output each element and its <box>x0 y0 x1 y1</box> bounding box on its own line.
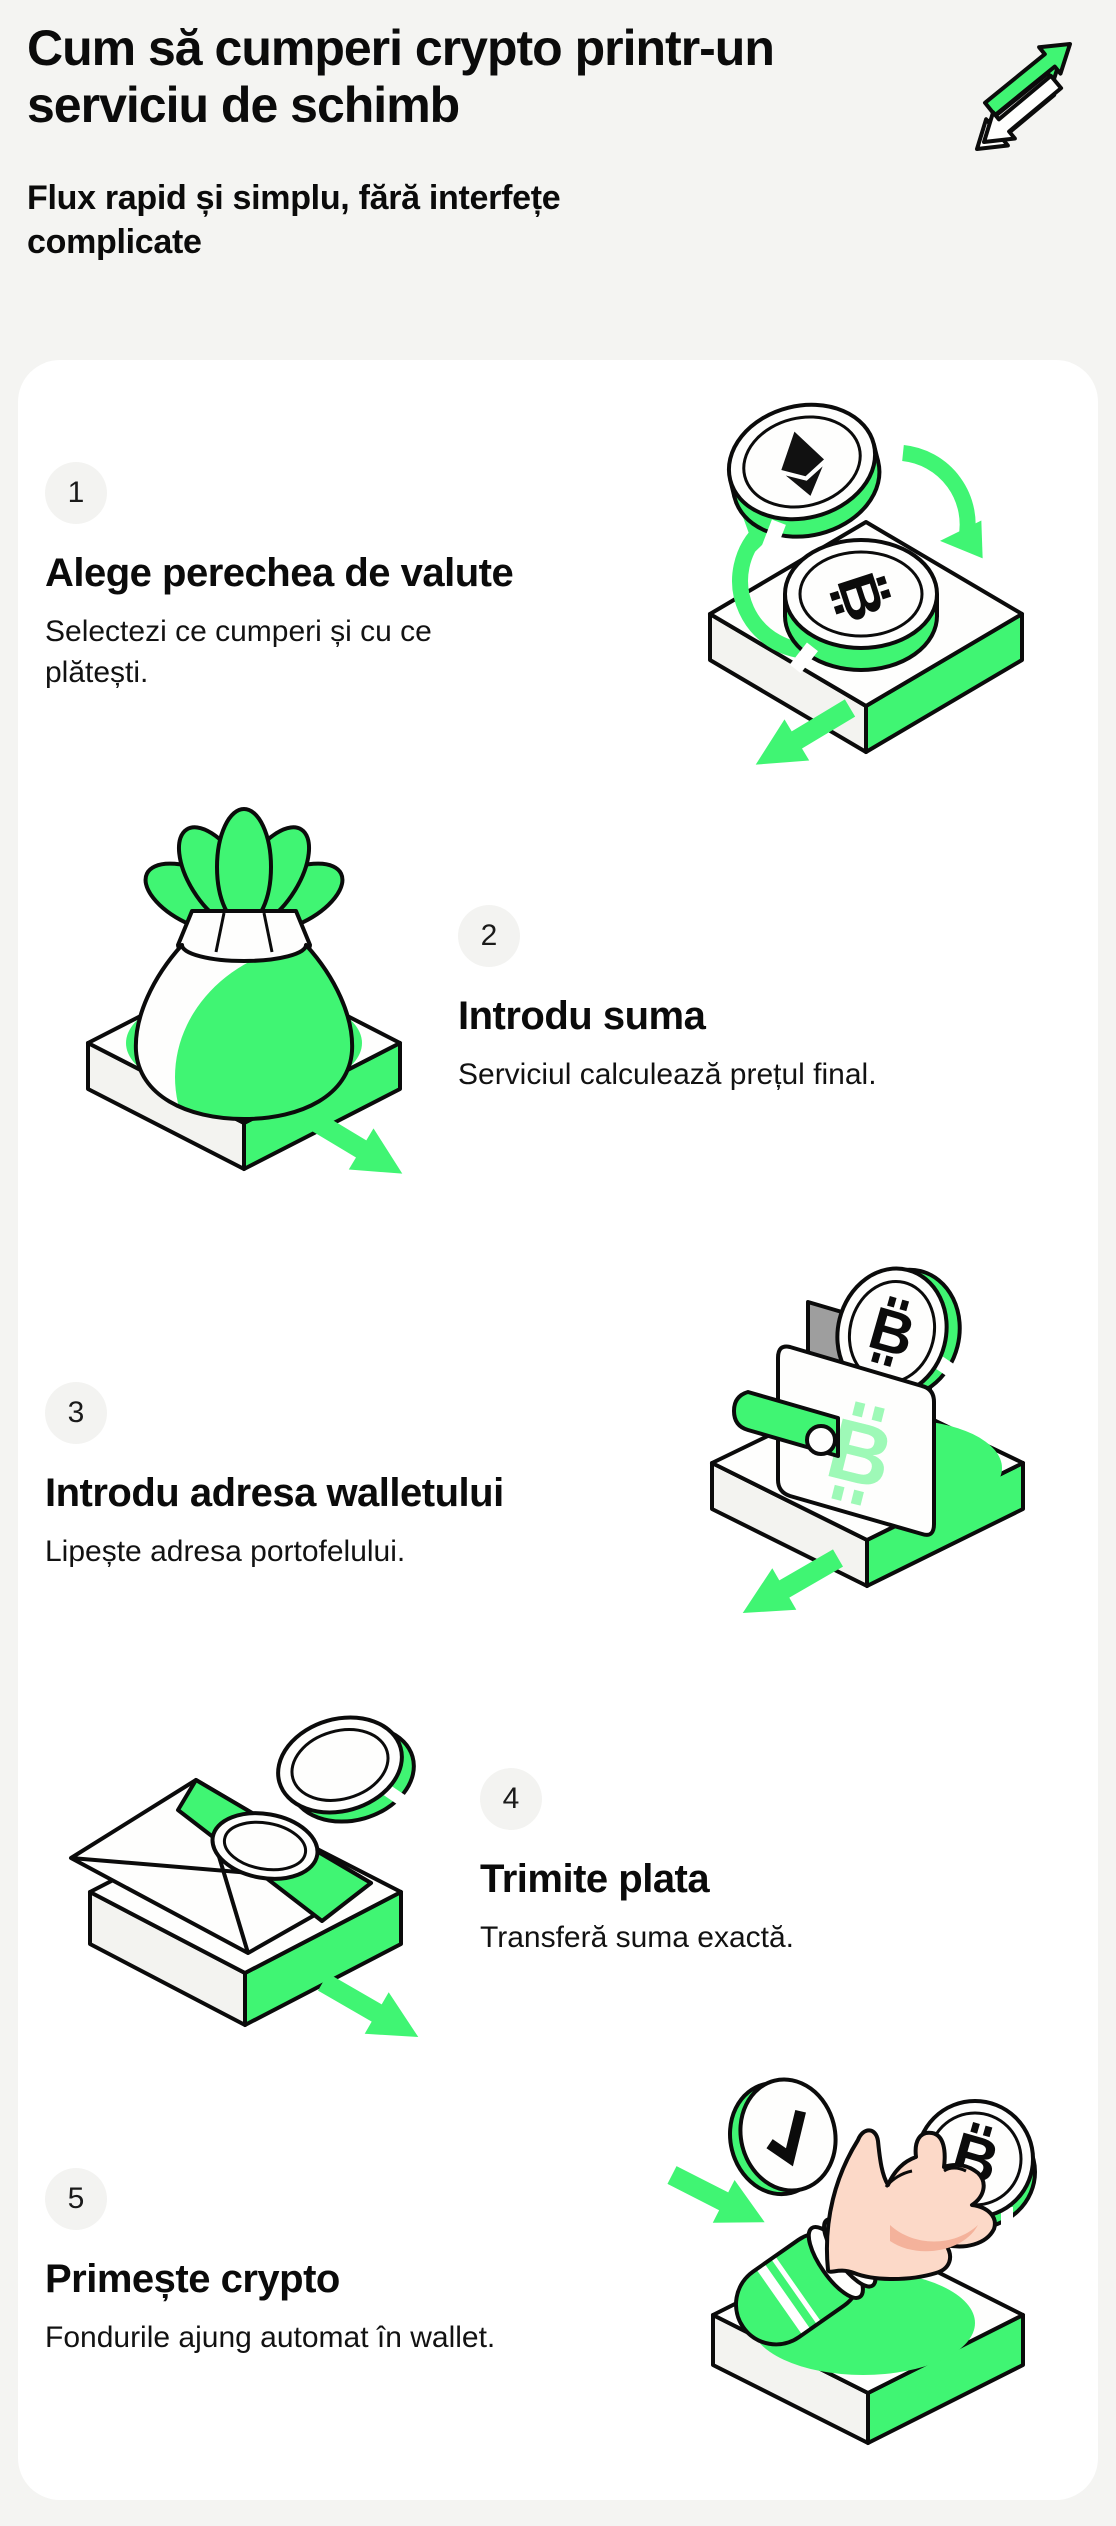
step-1-description: Selectezi ce cumperi și cu ce plătești. <box>45 615 432 689</box>
step-item-2: 2 Introdu suma Serviciul calculează preț… <box>458 905 1078 1096</box>
step-number: 3 <box>67 1396 85 1429</box>
step-3-number-badge: 3 <box>45 1382 107 1444</box>
page-title: Cum să cumperi crypto printr-un serviciu… <box>27 20 775 133</box>
eth-coin-icon <box>726 402 882 553</box>
money-bag-illustration <box>86 807 403 1174</box>
exit-arrow-icon <box>318 1973 419 2037</box>
step-3-description: Lipește adresa portofelului. <box>45 1535 406 1568</box>
step-number: 1 <box>67 476 85 509</box>
step-2-number-badge: 2 <box>458 905 520 967</box>
exit-arrow-icon <box>742 1549 843 1613</box>
step-5-title: Primește crypto <box>45 2257 340 2301</box>
page-subtitle: Flux rapid și simplu, fără interfețe com… <box>27 179 561 262</box>
step-1-title: Alege perechea de valute <box>45 551 514 595</box>
money-bag-icon <box>133 807 355 1121</box>
step-3-title: Introdu adresa walletului <box>45 1471 504 1515</box>
hand <box>824 2128 997 2281</box>
coin-icon <box>276 1715 416 1824</box>
step-5-description: Fondurile ajung automat în wallet. <box>45 2321 496 2354</box>
platform <box>708 520 1024 754</box>
check-coin-icon <box>727 2077 838 2197</box>
step-1-number-badge: 1 <box>45 462 107 524</box>
envelope-icon <box>69 1778 373 1955</box>
hand-receiving-crypto-illustration: B <box>667 2077 1037 2445</box>
step-4-title: Trimite plata <box>480 1857 710 1901</box>
steps-card: 1 Alege perechea de valute Selectezi ce … <box>18 360 1098 2500</box>
exchange-arrows-icon <box>975 42 1072 151</box>
step-2-title: Introdu suma <box>458 994 706 1038</box>
step-number: 2 <box>480 919 498 952</box>
exit-arrow-icon <box>302 1108 403 1174</box>
step-item-3: 3 Introdu adresa walletului Lipește adre… <box>45 1382 695 1573</box>
step-number: 5 <box>67 2182 85 2215</box>
step-4-number-badge: 4 <box>480 1768 542 1830</box>
envelope-payment-illustration <box>69 1715 419 2037</box>
currency-pair-exchange-illustration: B <box>708 402 1024 765</box>
btc-coin-icon: B <box>835 1266 964 1399</box>
step-number: 4 <box>502 1782 520 1815</box>
btc-coin-icon: B <box>783 538 939 674</box>
step-2-description: Serviciul calculează prețul final. <box>458 1058 877 1091</box>
wallet-bitcoin-illustration: B B <box>710 1266 1025 1613</box>
wallet-body <box>776 1344 936 1537</box>
step-5-number-badge: 5 <box>45 2168 107 2230</box>
step-item-5: 5 Primește crypto Fondurile ajung automa… <box>45 2168 665 2359</box>
step-item-1: 1 Alege perechea de valute Selectezi ce … <box>45 462 665 693</box>
step-4-description: Transferă suma exactă. <box>480 1921 795 1954</box>
wallet-strap <box>732 1390 840 1458</box>
incoming-arrow-icon <box>667 2166 765 2223</box>
header: Cum să cumperi crypto printr-un serviciu… <box>0 0 1116 264</box>
exit-arrow-icon <box>755 699 856 765</box>
step-item-4: 4 Trimite plata Transferă suma exactă. <box>480 1768 1080 1959</box>
